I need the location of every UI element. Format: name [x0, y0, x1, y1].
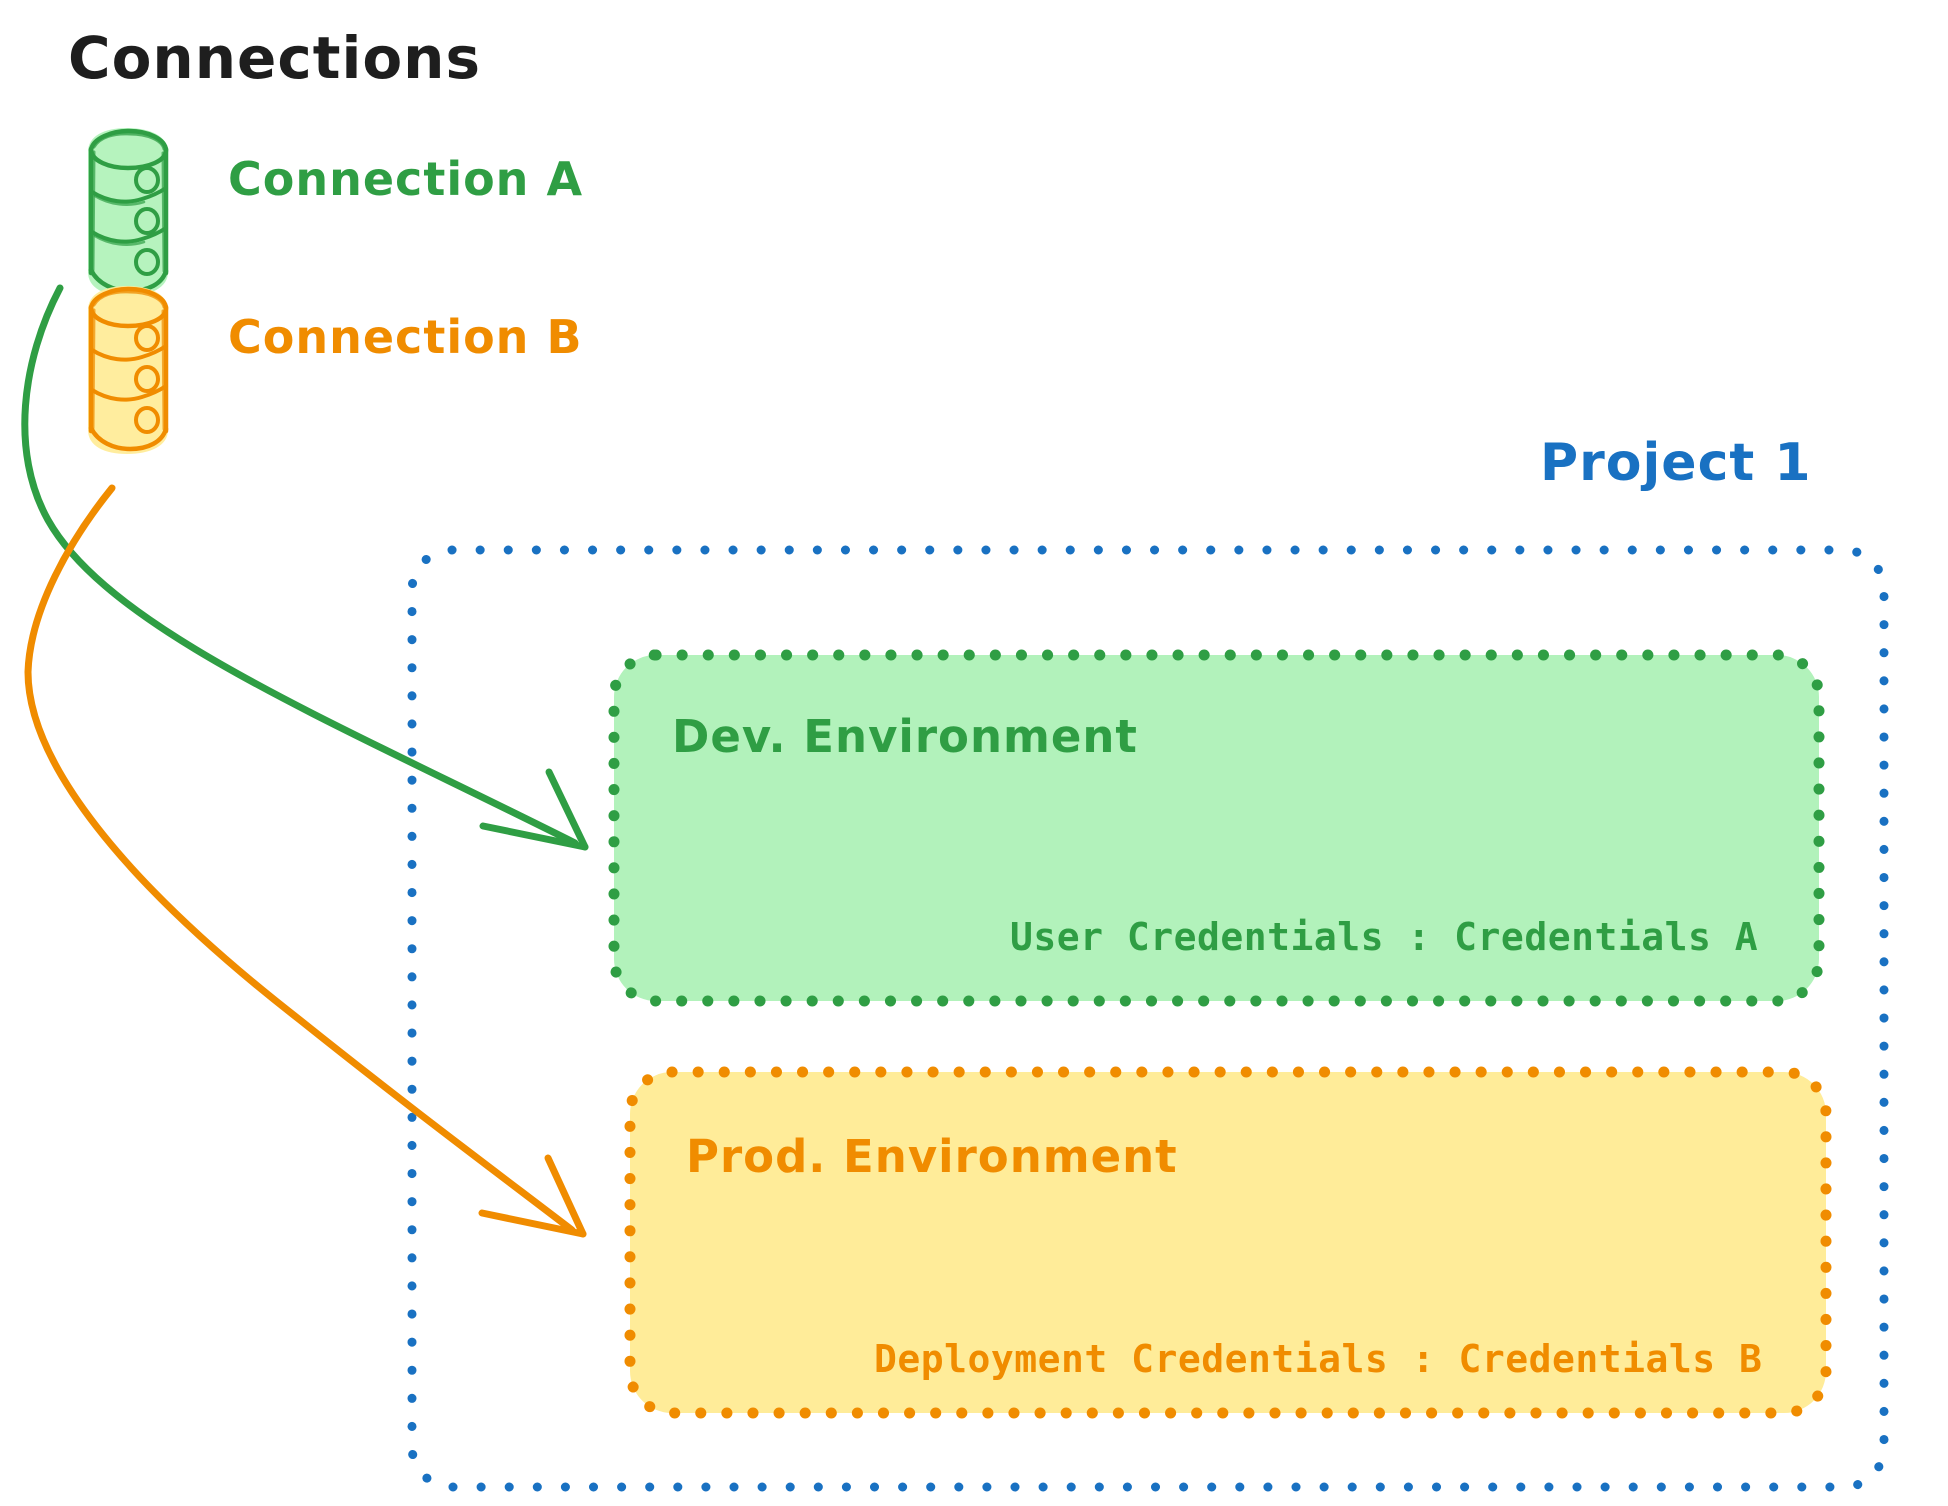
dev-environment-title: Dev. Environment — [672, 710, 1138, 763]
connection-b-label: Connection B — [228, 310, 583, 364]
arrow-connection-b-to-prod — [24, 484, 587, 1238]
connections-heading-text: Connections — [68, 24, 481, 92]
connections-heading: Connections — [68, 24, 481, 92]
prod-environment-fill — [630, 1072, 1826, 1413]
project-container-border — [407, 545, 1889, 1492]
database-cylinder-icon — [88, 286, 169, 454]
prod-environment-border — [624, 1066, 1832, 1419]
connection-a-label: Connection A — [228, 152, 583, 206]
database-cylinder-icon — [88, 128, 169, 296]
dev-environment-box[interactable]: Dev. Environment User Credentials : Cred… — [608, 649, 1825, 1007]
prod-environment-title: Prod. Environment — [686, 1130, 1178, 1183]
arrow-connection-a-to-dev — [21, 284, 589, 851]
project-label: Project 1 — [1540, 433, 1812, 493]
connection-b-group[interactable]: Connection B — [88, 286, 583, 454]
dev-environment-fill — [614, 655, 1819, 1001]
connection-a-group[interactable]: Connection A — [88, 128, 583, 296]
dev-environment-credentials: User Credentials : Credentials A — [1010, 915, 1758, 959]
prod-environment-box[interactable]: Prod. Environment Deployment Credentials… — [624, 1066, 1832, 1419]
prod-environment-credentials: Deployment Credentials : Credentials B — [874, 1337, 1762, 1381]
